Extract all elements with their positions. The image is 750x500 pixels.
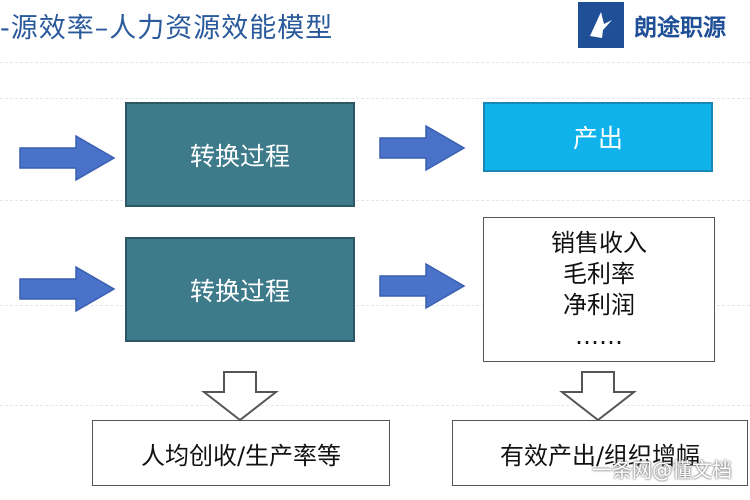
result-box-left: 人均创收/生产率等 xyxy=(92,420,390,486)
grid-line xyxy=(0,305,750,306)
arrow-right-icon xyxy=(379,262,466,310)
output-box: 产出 xyxy=(483,102,713,172)
brand-name: 朗途职源 xyxy=(634,15,726,41)
output-label: 产出 xyxy=(572,124,623,153)
process-label: 转换过程 xyxy=(189,276,290,306)
arrow-down-icon xyxy=(559,371,637,422)
grid-line xyxy=(0,98,750,99)
arrow-right-icon xyxy=(19,265,116,313)
result-label: 有效产出/组织增幅 xyxy=(499,441,701,470)
grid-line xyxy=(0,62,750,63)
process-box-top: 转换过程 xyxy=(125,102,355,207)
grid-line xyxy=(0,200,750,201)
watermark: 一条网@懂文档 xyxy=(592,458,732,482)
bird-logo-icon xyxy=(578,2,624,48)
grid-line xyxy=(0,405,750,406)
page-title: -源效率–人力资源效能模型 xyxy=(0,13,334,44)
process-label: 转换过程 xyxy=(189,141,290,171)
metric-item: 净利润 xyxy=(563,290,635,319)
arrow-right-icon xyxy=(19,134,116,182)
metric-item: 销售收入 xyxy=(551,228,647,257)
brand-logo: 朗途职源 xyxy=(578,0,750,50)
metric-item: 毛利率 xyxy=(563,259,635,288)
metric-item: …… xyxy=(575,321,623,350)
result-label: 人均创收/生产率等 xyxy=(140,441,342,470)
arrow-right-icon xyxy=(379,124,466,172)
arrow-down-icon xyxy=(201,371,279,422)
process-box-bottom: 转换过程 xyxy=(125,237,355,342)
metrics-list-box: 销售收入 毛利率 净利润 …… xyxy=(483,217,715,362)
result-box-right: 有效产出/组织增幅 xyxy=(452,420,748,486)
